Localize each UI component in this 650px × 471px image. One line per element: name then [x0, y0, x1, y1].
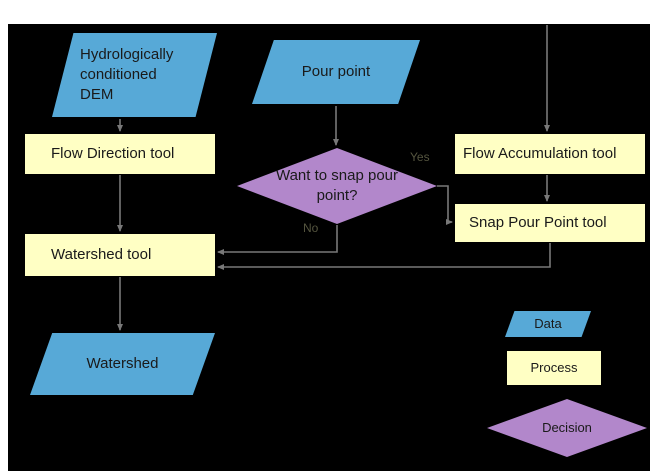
node-dem-label: Hydrologically conditioned DEM	[80, 45, 174, 104]
legend-data-shape: Data	[505, 311, 591, 337]
edge-label-no: No	[303, 221, 319, 235]
node-snap-pour-point: Snap Pour Point tool	[455, 204, 645, 242]
node-dem: Hydrologically conditioned DEM	[52, 33, 217, 117]
node-flow-accumulation: Flow Accumulation tool	[455, 134, 645, 174]
node-pour-point-label: Pour point	[301, 62, 371, 80]
node-watershed-tool-label: Watershed tool	[51, 245, 152, 263]
node-flow-accumulation-label: Flow Accumulation tool	[463, 144, 617, 162]
node-flow-direction-label: Flow Direction tool	[51, 144, 175, 162]
node-watershed-label: Watershed	[86, 354, 159, 372]
legend-process-shape: Process	[507, 351, 601, 385]
node-snap-pour-point-label: Snap Pour Point tool	[469, 213, 607, 231]
node-watershed: Watershed	[30, 333, 215, 395]
node-flow-direction: Flow Direction tool	[25, 134, 215, 174]
edge-label-yes: Yes	[410, 150, 430, 164]
legend-decision-label: Decision	[542, 420, 592, 436]
legend-data-label: Data	[534, 316, 562, 332]
node-decision-label: Want to snap pour point?	[275, 166, 398, 204]
node-pour-point: Pour point	[252, 40, 420, 104]
node-watershed-tool: Watershed tool	[25, 234, 215, 276]
legend-process-label: Process	[530, 360, 578, 376]
